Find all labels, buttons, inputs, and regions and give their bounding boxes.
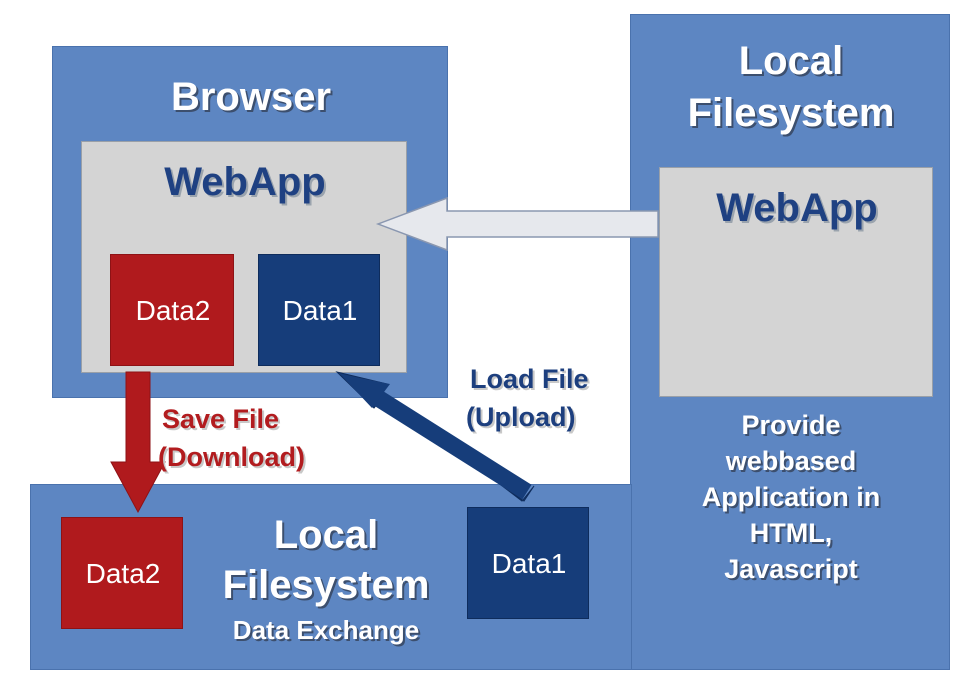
exchange-filesystem-panel: Local Filesystem Data Exchange Data2 Dat… (30, 484, 632, 670)
server-description-line: Application in (701, 482, 881, 512)
browser-data2-label: Data2 (135, 295, 211, 326)
upload-label: (Upload) (466, 402, 576, 432)
browser-data2-file: Data2 (110, 254, 234, 366)
browser-data1-file: Data1 (258, 254, 380, 366)
server-description-line: HTML, (749, 518, 833, 548)
browser-webapp-box: WebApp Data2 Data1 (81, 141, 407, 373)
exchange-data1-file: Data1 (467, 507, 589, 619)
browser-webapp-title: WebApp (164, 160, 326, 204)
server-description-line: Provide (741, 410, 841, 440)
download-label: (Download) (158, 442, 305, 472)
server-title-line2: Filesystem (687, 91, 895, 135)
exchange-data2-file: Data2 (61, 517, 183, 629)
deploy-arrow (375, 196, 659, 252)
server-webapp-title: WebApp (716, 186, 878, 230)
save-file-label: Save File (162, 404, 280, 434)
server-description-line: Javascript (724, 554, 858, 584)
server-description: Provide webbased Application in HTML, Ja… (631, 407, 951, 587)
exchange-subtitle: Data Exchange (232, 615, 420, 645)
load-file-label: Load File (470, 364, 589, 394)
server-title-line1: Local (738, 39, 844, 83)
exchange-data2-label: Data2 (85, 558, 161, 589)
download-arrow (110, 371, 166, 514)
browser-data1-label: Data1 (282, 295, 358, 326)
exchange-title-line2: Filesystem (222, 563, 430, 607)
exchange-title-line1: Local (273, 513, 379, 557)
server-webapp-box: WebApp (659, 167, 933, 397)
server-description-line: webbased (725, 446, 857, 476)
browser-title: Browser (170, 75, 332, 119)
exchange-data1-label: Data1 (491, 548, 567, 579)
server-filesystem-panel: Local Filesystem WebApp Provide webbased… (630, 14, 950, 670)
